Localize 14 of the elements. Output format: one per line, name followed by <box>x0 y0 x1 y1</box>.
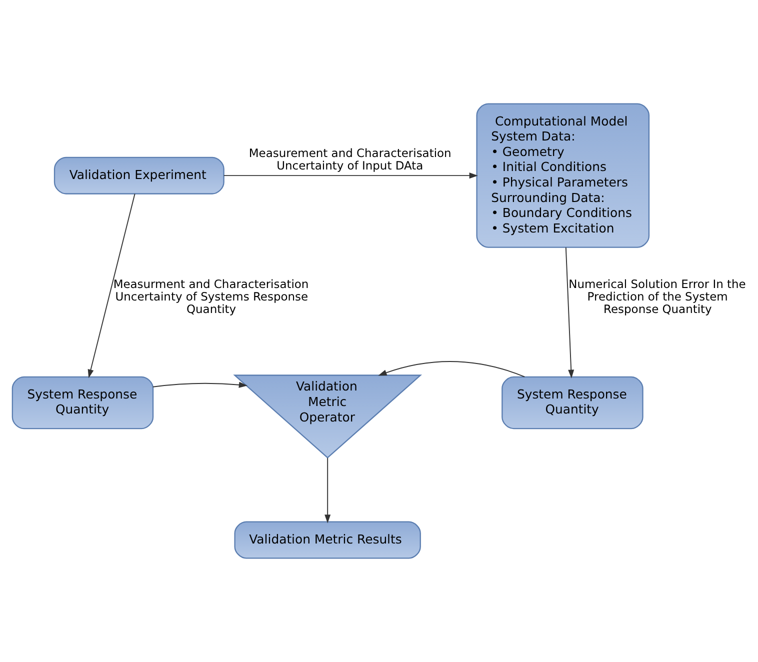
node-box: System Response Quantity <box>12 376 154 430</box>
edge-label: Measurement and Characterisation Uncertainty of Input DAta <box>248 146 452 172</box>
node-box: Computational Model System Data: • Geometry • Initial Conditions • Physical Parameters Surrounding Data: • Boundary Conditions • System Excitation <box>476 103 650 248</box>
arrow <box>565 247 574 378</box>
edge-label: Numerical Solution Error In the Prediction of the System Response Quantity <box>568 277 746 316</box>
arrow <box>152 382 248 388</box>
node-box: System Response Quantity <box>502 376 644 430</box>
arrow <box>378 361 526 378</box>
node-box: Validation Experiment <box>54 156 224 194</box>
arrow <box>88 193 136 378</box>
arrow <box>324 458 331 524</box>
arrow <box>223 172 478 179</box>
node-box: Validation Metric Results <box>234 521 421 559</box>
edge-label: Measurment and Characterisation Uncertainty of Systems Response Quantity <box>113 277 309 316</box>
